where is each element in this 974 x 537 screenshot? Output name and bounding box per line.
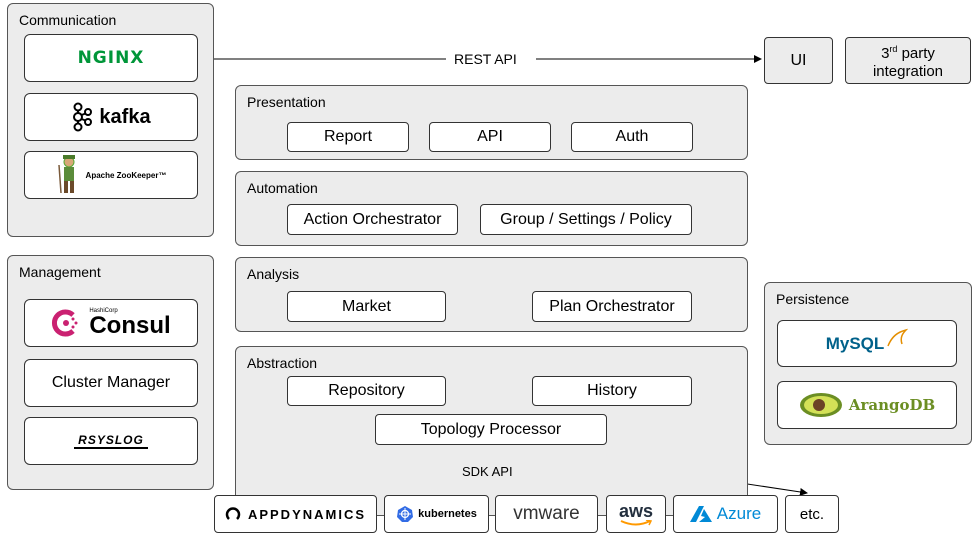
mysql-logo: MySQL (777, 320, 957, 367)
consul-brand: HashiCorp (89, 308, 118, 314)
kubernetes-icon (397, 506, 414, 522)
etc-label: etc. (799, 505, 825, 523)
nginx-wordmark: NGINX (77, 48, 145, 68)
etc-box: etc. (785, 495, 839, 533)
presentation-title: Presentation (247, 94, 326, 110)
third-party-line2: integration (872, 63, 944, 80)
azure-logo: Azure (673, 495, 778, 533)
auth-box: Auth (571, 122, 693, 152)
rsyslog-wordmark: RSYSLOG (74, 433, 148, 449)
appdynamics-wordmark: APPDYNAMICS (247, 506, 367, 522)
nginx-logo: NGINX (24, 34, 198, 82)
consul-wordmark: Consul (89, 312, 171, 339)
aws-smile-icon (620, 519, 652, 525)
action-orchestrator-box: Action Orchestrator (287, 204, 458, 235)
avocado-icon (799, 393, 842, 417)
persistence-title: Persistence (776, 291, 850, 307)
automation-title: Automation (247, 180, 318, 196)
vmware-logo: vmware (495, 495, 598, 533)
third-party-line1: 3rd party (881, 44, 935, 62)
kubernetes-logo: kubernetes (384, 495, 489, 533)
zookeeper-wordmark: Apache ZooKeeper™ (85, 170, 167, 180)
mysql-dolphin-icon (887, 328, 909, 346)
vmware-wordmark: vmware (513, 503, 580, 524)
topology-processor-box: Topology Processor (375, 414, 607, 445)
ui-box: UI (764, 37, 833, 84)
mysql-wordmark: MySQL (825, 333, 885, 353)
kafka-icon (73, 102, 93, 132)
kafka-wordmark: kafka (99, 105, 151, 128)
arangodb-logo: ArangoDB (777, 381, 957, 429)
consul-icon (52, 309, 78, 337)
abstraction-title: Abstraction (247, 355, 318, 371)
zookeeper-keeper-icon (57, 155, 75, 194)
aws-wordmark: aws (618, 500, 654, 521)
azure-icon (689, 506, 712, 522)
market-box: Market (287, 291, 446, 322)
management-title: Management (19, 264, 101, 280)
aws-logo: aws (606, 495, 666, 533)
rest-api-label: REST API (454, 51, 517, 67)
azure-wordmark: Azure (716, 504, 762, 523)
zookeeper-logo: Apache ZooKeeper™ (24, 151, 198, 199)
communication-title: Communication (19, 12, 117, 28)
appdynamics-logo: APPDYNAMICS (214, 495, 377, 533)
sdk-api-label: SDK API (462, 464, 513, 479)
appdynamics-icon (225, 507, 241, 520)
cluster-manager-box: Cluster Manager (24, 359, 198, 407)
third-party-integration-box: 3rd party integration (845, 37, 971, 84)
rsyslog-logo: RSYSLOG (24, 417, 198, 465)
report-box: Report (287, 122, 409, 152)
ui-label: UI (790, 51, 807, 69)
kubernetes-wordmark: kubernetes (418, 508, 477, 520)
history-box: History (532, 376, 692, 406)
repository-box: Repository (287, 376, 446, 406)
consul-logo: HashiCorp Consul (24, 299, 198, 347)
arangodb-wordmark: ArangoDB (848, 396, 936, 414)
group-settings-policy-box: Group / Settings / Policy (480, 204, 692, 235)
api-box: API (429, 122, 551, 152)
analysis-title: Analysis (247, 266, 300, 282)
kafka-logo: kafka (24, 93, 198, 141)
plan-orchestrator-box: Plan Orchestrator (532, 291, 692, 322)
